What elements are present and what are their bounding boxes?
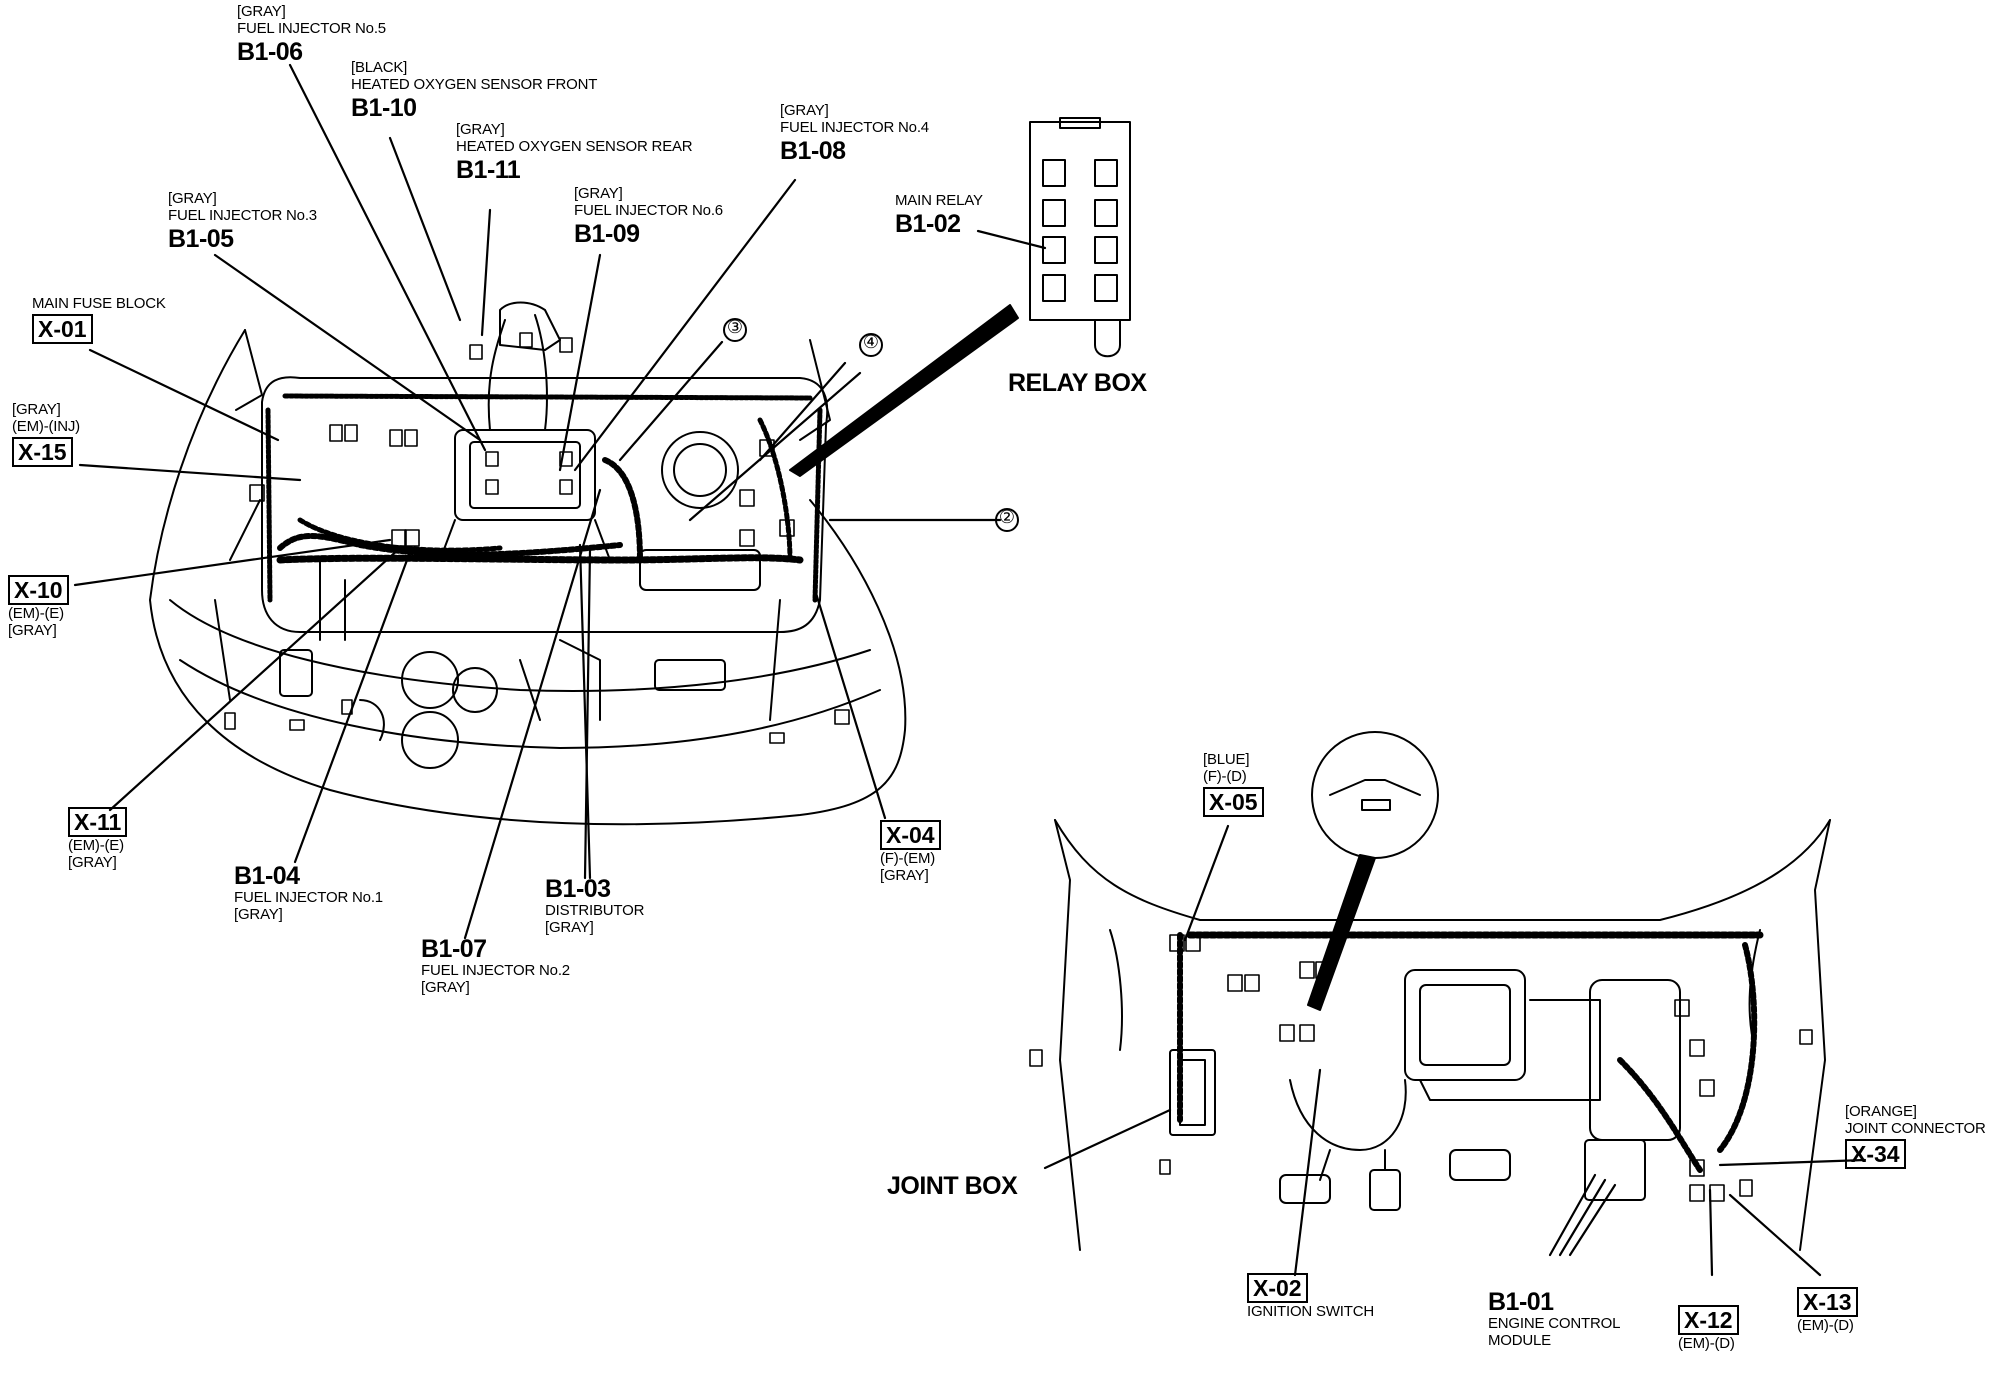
marker-2: ② — [998, 507, 1016, 527]
label-b1-07: B1-07 FUEL INJECTOR No.2 [GRAY] — [421, 935, 570, 996]
label-b1-11: [GRAY] HEATED OXYGEN SENSOR REAR B1-11 — [456, 121, 693, 184]
label-x-04: X-04 (F)-(EM) [GRAY] — [880, 819, 941, 885]
leader-lines-panel — [1043, 824, 1867, 1277]
label-b1-01: B1-01 ENGINE CONTROL MODULE — [1488, 1288, 1621, 1349]
label-x-05: [BLUE] (F)-(D) X-05 — [1203, 751, 1264, 818]
label-b1-09: [GRAY] FUEL INJECTOR No.6 B1-09 — [574, 185, 723, 248]
label-x-02: X-02 IGNITION SWITCH — [1247, 1273, 1374, 1321]
marker-3: ③ — [726, 317, 744, 337]
label-relay-box: RELAY BOX — [1008, 369, 1147, 397]
label-x-10: X-10 (EM)-(E) [GRAY] — [8, 574, 69, 640]
label-b1-08: [GRAY] FUEL INJECTOR No.4 B1-08 — [780, 102, 929, 165]
instrument-panel-drawing — [1029, 731, 1831, 1251]
engine-compartment-drawing — [149, 301, 907, 826]
marker-4: ④ — [862, 332, 880, 352]
label-x-11: X-11 (EM)-(E) [GRAY] — [68, 806, 128, 872]
relay-box-drawing — [789, 117, 1131, 477]
label-b1-10: [BLACK] HEATED OXYGEN SENSOR FRONT B1-10 — [351, 59, 598, 122]
label-b1-04: B1-04 FUEL INJECTOR No.1 [GRAY] — [234, 862, 383, 923]
label-b1-02: MAIN RELAY B1-02 — [895, 192, 983, 238]
leader-lines-engine — [73, 63, 1047, 940]
label-x-13: X-13 (EM)-(D) — [1797, 1286, 1858, 1335]
label-x-34: [ORANGE] JOINT CONNECTOR X-34 — [1845, 1103, 1986, 1170]
label-b1-03: B1-03 DISTRIBUTOR [GRAY] — [545, 875, 645, 936]
label-b1-06: [GRAY] FUEL INJECTOR No.5 B1-06 — [237, 3, 386, 66]
label-joint-box: JOINT BOX — [887, 1172, 1018, 1200]
label-x-01: MAIN FUSE BLOCK X-01 — [32, 295, 166, 345]
label-x-15: [GRAY] (EM)-(INJ) X-15 — [12, 401, 80, 468]
label-x-12: X-12 (EM)-(D) — [1678, 1304, 1739, 1353]
label-b1-05: [GRAY] FUEL INJECTOR No.3 B1-05 — [168, 190, 317, 253]
